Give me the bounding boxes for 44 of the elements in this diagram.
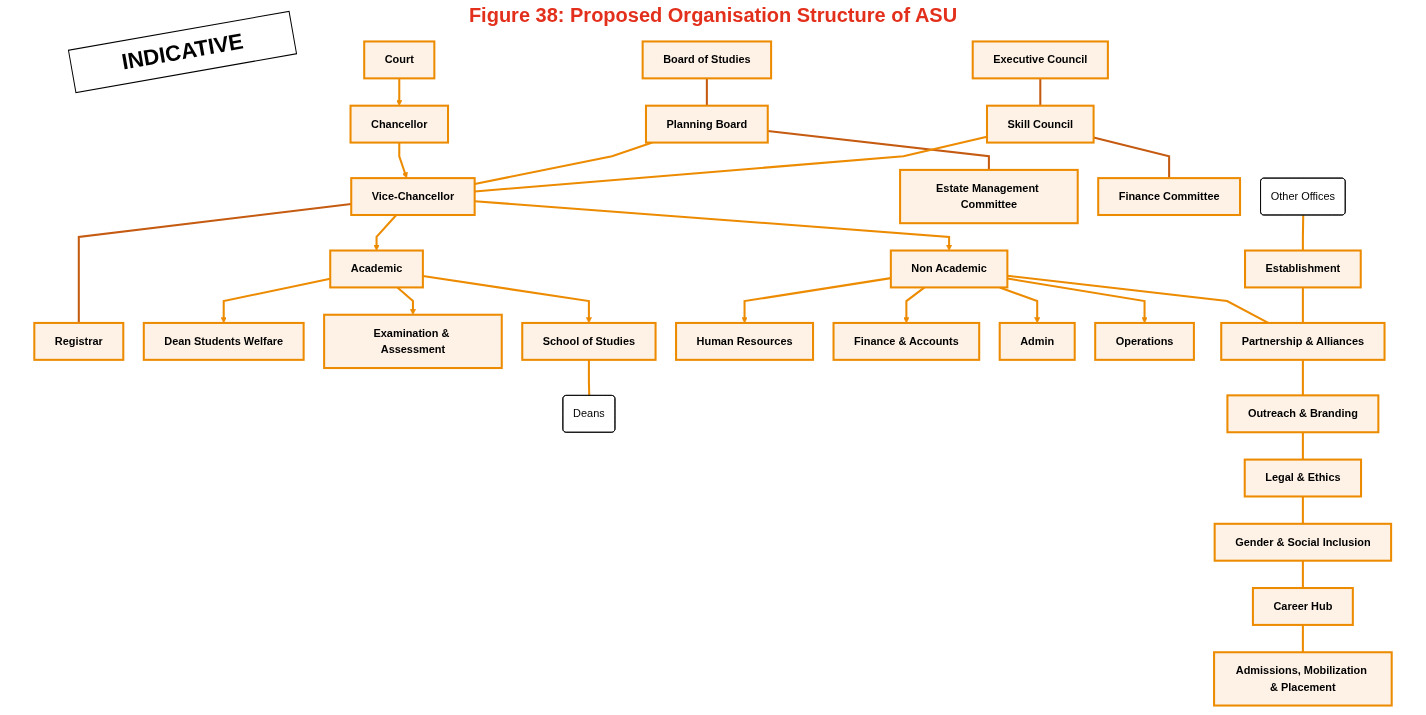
- node-box: Outreach & Branding: [1226, 394, 1380, 434]
- node-box: Examination & Assessment: [323, 313, 503, 370]
- node-box: Partnership & Alliances: [1220, 321, 1386, 361]
- arrow: [398, 142, 408, 179]
- node-box: Operations: [1094, 321, 1195, 361]
- node-box: Skill Council: [985, 104, 1095, 144]
- node-box: Legal & Ethics: [1243, 458, 1363, 498]
- node-box: Career Hub: [1251, 587, 1354, 626]
- connector: [1093, 136, 1171, 179]
- connector: [1301, 432, 1304, 460]
- node-box: Executive Council: [971, 40, 1109, 80]
- node-box: Finance Committee: [1097, 177, 1242, 217]
- connector: [705, 78, 708, 106]
- node-box: Human Resources: [675, 321, 815, 361]
- node-box: Non Academic: [889, 249, 1009, 289]
- node-box: Dean Students Welfare: [142, 321, 305, 361]
- node-box: Admissions, Mobilization & Placement: [1213, 651, 1393, 707]
- connector: [587, 359, 591, 396]
- node-box: Court: [363, 40, 436, 80]
- arrow: [396, 78, 403, 106]
- node-box: Estate Management Committee: [899, 168, 1079, 225]
- connector: [1301, 496, 1304, 524]
- node-box: Gender & Social Inclusion: [1213, 522, 1393, 562]
- connector: [1301, 215, 1305, 251]
- node-box: Planning Board: [644, 104, 769, 144]
- node-box: Academic: [329, 249, 424, 289]
- connector: [1301, 624, 1304, 653]
- connector: [1301, 560, 1304, 588]
- node-box: Board of Studies: [641, 40, 773, 80]
- diagram-title: Figure 38: Proposed Organisation Structure of ASU: [467, 4, 959, 27]
- connector: [474, 135, 988, 193]
- node-box: Registrar: [33, 321, 125, 361]
- connector: [77, 203, 352, 323]
- connector: [1301, 359, 1304, 396]
- connector: [767, 130, 990, 170]
- node-box: Admin: [998, 321, 1076, 361]
- node-box: Finance & Accounts: [832, 321, 981, 361]
- connector: [1301, 287, 1304, 323]
- node-box: Chancellor: [349, 104, 450, 144]
- node-box: School of Studies: [521, 321, 657, 361]
- node-box: Vice-Chancellor: [350, 177, 476, 217]
- node-box: Establishment: [1244, 249, 1362, 289]
- connector: [1039, 78, 1042, 106]
- arrow: [474, 200, 953, 251]
